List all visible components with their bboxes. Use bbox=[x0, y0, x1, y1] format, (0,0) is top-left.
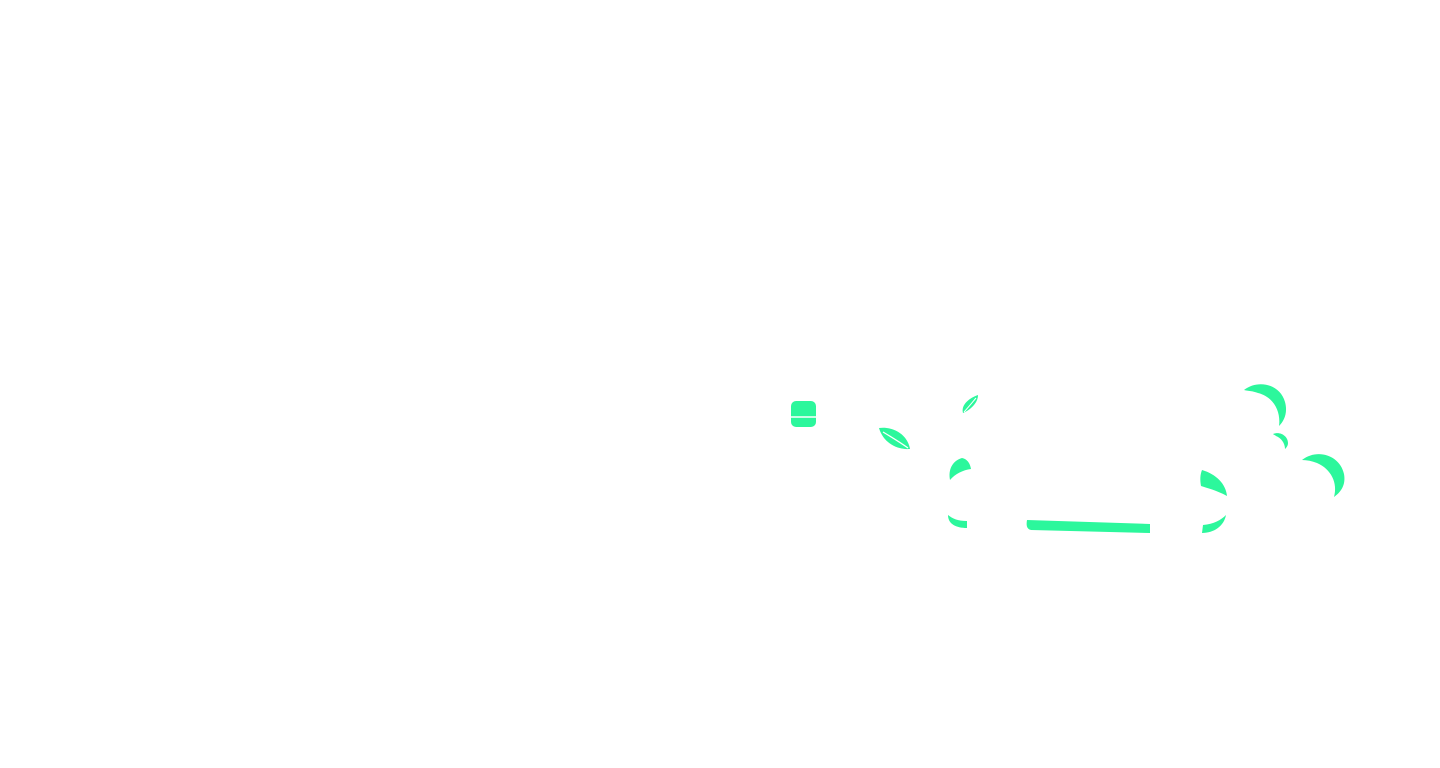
leaf-vein-top bbox=[963, 397, 977, 413]
rounded-square-shape bbox=[791, 401, 816, 427]
crescent-large-right bbox=[1302, 454, 1345, 497]
leaf-vein-left bbox=[882, 431, 909, 449]
long-bar-shape bbox=[1026, 520, 1150, 533]
right-curve-upper bbox=[1200, 470, 1227, 496]
right-curve-lower bbox=[1202, 515, 1226, 533]
left-curve-upper bbox=[949, 458, 971, 480]
left-curve-lower bbox=[948, 515, 967, 528]
crescent-large-top bbox=[1244, 384, 1287, 426]
crescent-small-middle bbox=[1273, 433, 1288, 449]
